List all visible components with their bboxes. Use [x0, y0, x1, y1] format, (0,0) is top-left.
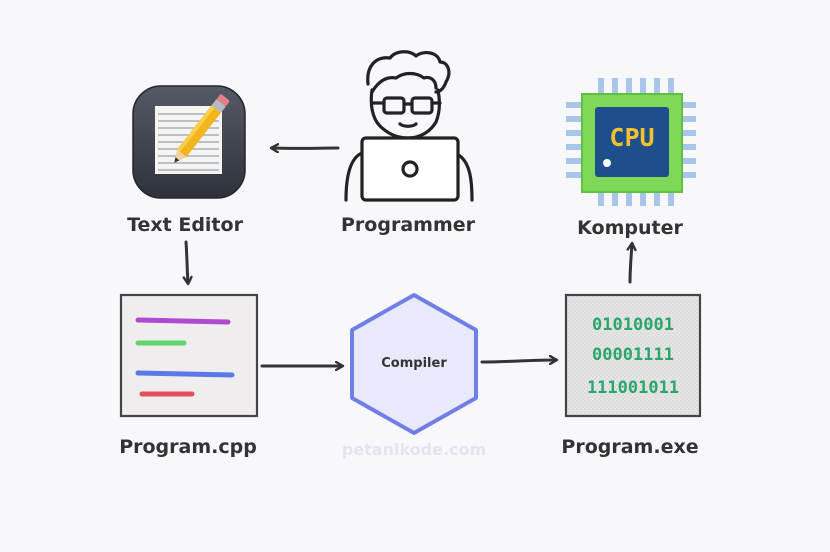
binary-line-3: 111001011 — [587, 378, 679, 398]
programmer-label: Programmer — [341, 214, 476, 236]
arrow-editor-to-cpp — [186, 240, 188, 283]
source-file-icon — [119, 293, 259, 418]
komputer-label: Komputer — [577, 217, 683, 239]
binary-line-1: 01010001 — [592, 315, 674, 335]
arrow-compiler-to-exe — [480, 360, 556, 362]
arrow-exe-to-komputer — [630, 244, 632, 284]
cpu-icon: CPU — [566, 78, 696, 206]
program-cpp-label: Program.cpp — [119, 436, 257, 458]
program-exe-label: Program.exe — [561, 436, 698, 458]
programmer-icon — [344, 50, 474, 202]
compiler-hexagon: Compiler — [350, 293, 478, 435]
text-editor-icon — [132, 85, 246, 199]
compiler-label: Compiler — [381, 356, 447, 371]
binary-file-icon: 01010001 00001111 111001011 — [564, 293, 702, 418]
cpu-chip-text: CPU — [609, 123, 654, 152]
binary-line-2: 00001111 — [592, 345, 674, 365]
watermark-text: petanikode.com — [342, 440, 486, 459]
text-editor-label: Text Editor — [127, 214, 244, 236]
